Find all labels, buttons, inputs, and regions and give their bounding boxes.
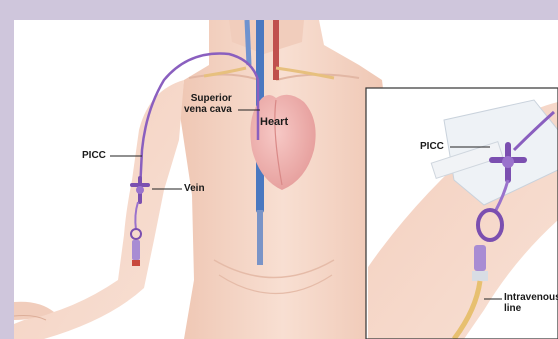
picc-diagram: Superior vena cava Heart PICC Vein PICC …	[14, 20, 558, 339]
label-picc-inset: PICC	[420, 141, 444, 152]
label-heart: Heart	[260, 117, 288, 128]
arm	[14, 80, 184, 339]
label-vein: Vein	[184, 183, 205, 194]
label-intravenous-line: Intravenous line	[504, 292, 558, 314]
illustration	[14, 20, 558, 339]
label-superior-vena-cava: Superior vena cava	[184, 93, 232, 115]
label-picc-main: PICC	[82, 150, 106, 161]
